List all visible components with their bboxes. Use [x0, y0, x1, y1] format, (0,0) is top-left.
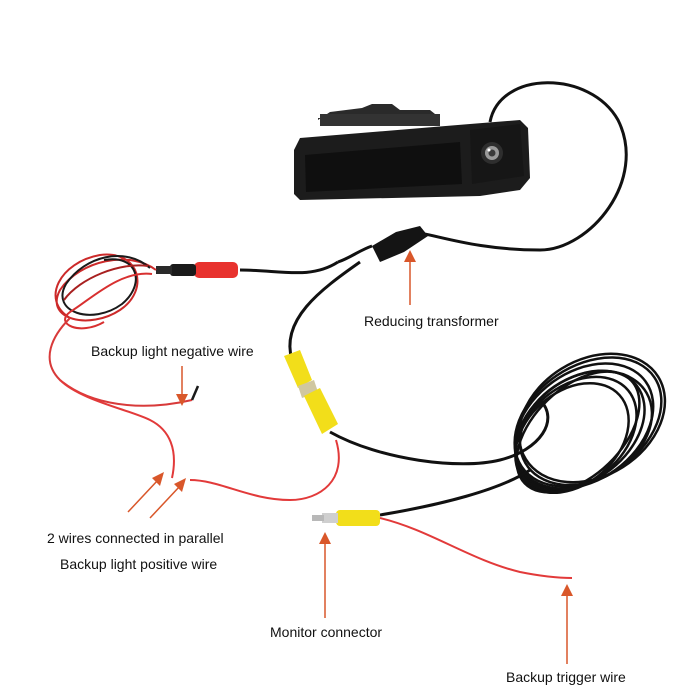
trigger-wire: [379, 517, 573, 579]
extension-cable-coil: [513, 352, 667, 495]
label-monitor-connector: Monitor connector: [270, 624, 383, 640]
label-reducing-transformer: Reducing transformer: [364, 313, 499, 329]
monitor-rca-connector: [312, 510, 380, 526]
power-cable: [239, 260, 339, 275]
camera-cable: [409, 81, 628, 252]
camera-handle-unit: [294, 104, 530, 200]
label-backup-trigger-wire: Backup trigger wire: [506, 669, 626, 685]
yellow-rca-connector-pair: [284, 350, 338, 434]
video-cable-top: [288, 260, 361, 361]
positive-wire: [189, 439, 340, 502]
annotation-arrows: [127, 250, 573, 664]
label-backup-light-positive-wire: Backup light positive wire: [60, 556, 218, 572]
red-black-wire-coil: [48, 253, 200, 479]
extension-cable: [329, 398, 550, 466]
label-backup-light-negative-wire: Backup light negative wire: [91, 343, 254, 359]
reducing-transformer-module: [337, 226, 428, 264]
label-parallel-wires: 2 wires connected in parallel: [47, 530, 224, 546]
red-power-connector: [156, 262, 238, 278]
monitor-cable: [379, 468, 531, 517]
